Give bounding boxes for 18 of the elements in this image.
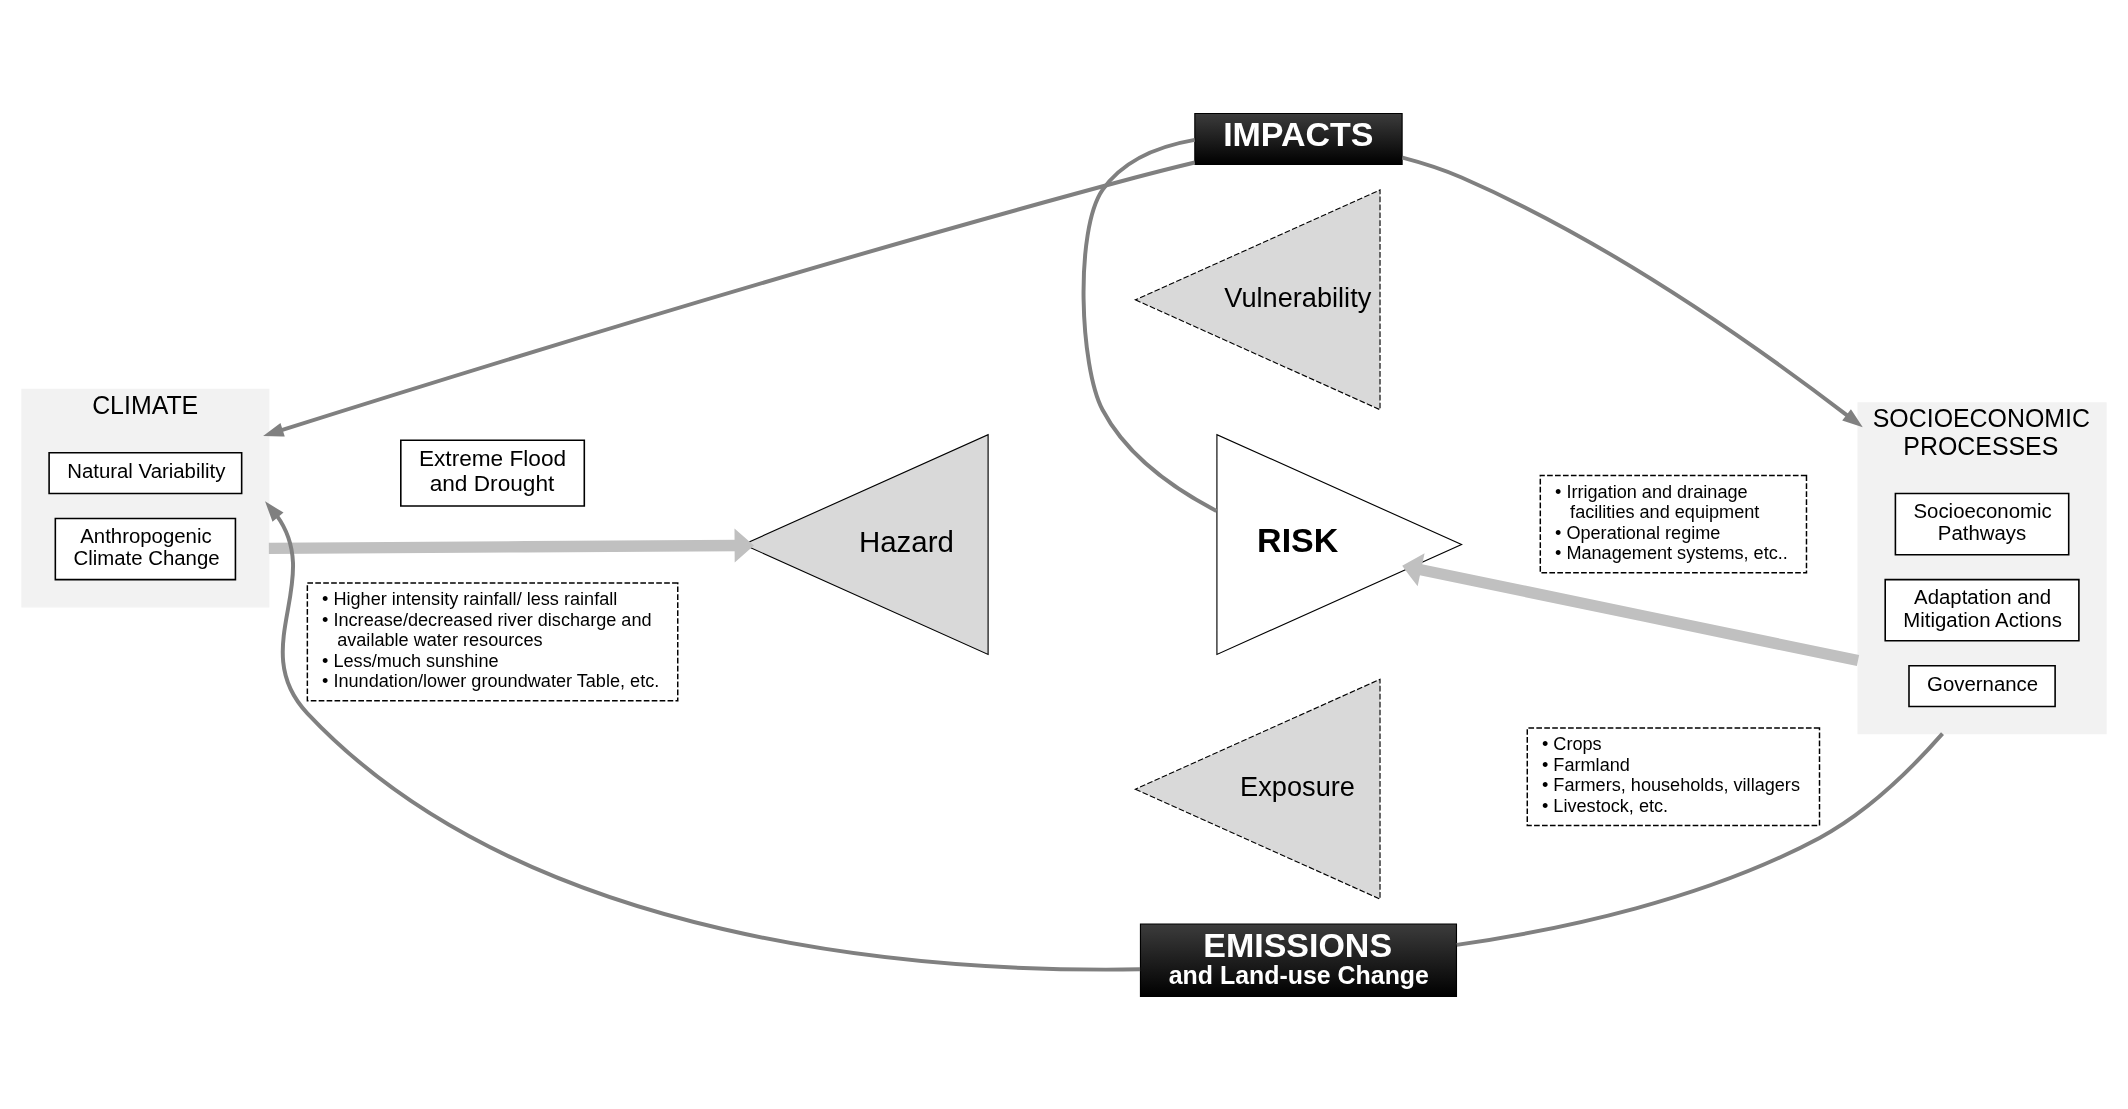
node-box: Natural Variability (48, 451, 243, 494)
node-box: • Irrigation and drainage facilities and equipment • Operational regime • Management systems, etc.. (1539, 474, 1808, 574)
node-box: EMISSIONS and Land-use Change (1139, 922, 1458, 997)
arrow (265, 500, 1141, 971)
node-box: • Higher intensity rainfall/ less rainfall • Increase/decreased river discharge and available water resources • Less/much sunshine • Inundation/lower groundwater Table, etc. (306, 581, 679, 702)
arrow (1402, 552, 1860, 666)
node-box: IMPACTS (1194, 112, 1403, 165)
arrow (268, 528, 754, 562)
node-box: Adaptation and Mitigation Actions (1884, 578, 2080, 642)
connector (1456, 731, 1944, 947)
node-box: Governance (1908, 664, 2056, 707)
connector (1081, 137, 1218, 513)
arrow (1402, 155, 1863, 427)
arrow (263, 160, 1196, 437)
node-box: • Crops • Farmland • Farmers, households, villagers • Livestock, etc. (1526, 726, 1821, 826)
node-box: Extreme Flood and Drought (400, 439, 586, 507)
node-box: Socioeconomic Pathways (1894, 492, 2070, 555)
node-box: Anthropogenic Climate Change (54, 517, 237, 580)
